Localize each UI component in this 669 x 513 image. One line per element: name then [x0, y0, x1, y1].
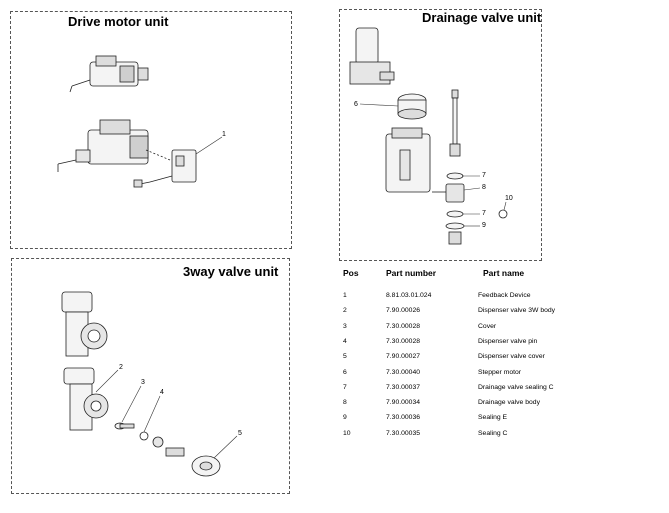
- three-way-valve-upper-illustration: [61, 291, 108, 357]
- row-pos: 4: [343, 337, 347, 345]
- callout-4: 4: [160, 389, 164, 396]
- row-pos: 8: [343, 399, 347, 407]
- row-part-number: 7.90.00027: [386, 353, 421, 361]
- table-row: 3 7.30.00028 Cover: [340, 323, 640, 335]
- table-row: 7 7.30.00037 Drainage valve sealing C: [340, 384, 640, 396]
- row-part-number: 7.30.00035: [386, 429, 421, 437]
- row-pos: 6: [343, 368, 347, 376]
- table-row: 9 7.30.00036 Sealing E: [340, 414, 640, 426]
- table-row: 4 7.30.00028 Dispenser valve pin: [340, 338, 640, 350]
- callout-9: 9: [482, 222, 486, 229]
- callout-5: 5: [238, 430, 242, 437]
- row-pos: 10: [343, 429, 351, 437]
- callout-7-lower: 7: [482, 210, 486, 217]
- row-part-number: 7.90.00034: [386, 399, 421, 407]
- stepper-motor-illustration: [397, 93, 427, 120]
- three-way-pin-illustration: [139, 431, 185, 457]
- row-pos: 3: [343, 322, 347, 330]
- table-row: 6 7.30.00040 Stepper motor: [340, 369, 640, 381]
- header-pos: Pos: [343, 268, 359, 278]
- row-part-name: Dispenser valve pin: [478, 337, 538, 345]
- three-way-cover-illustration: [114, 422, 135, 430]
- drainage-valve-title: Drainage valve unit: [422, 10, 542, 25]
- drainage-stepper-illustration: [349, 27, 395, 85]
- callout-6: 6: [354, 101, 358, 108]
- row-part-name: Cover: [478, 322, 497, 330]
- drainage-valve-panel: [339, 9, 542, 261]
- header-part-number: Part number: [386, 268, 437, 278]
- row-part-number: 8.81.03.01.024: [386, 292, 432, 299]
- row-pos: 1: [343, 292, 347, 299]
- drainage-valve-body-illustration: [385, 127, 431, 193]
- table-row: 1 8.81.03.01.024 Feedback Device: [340, 292, 640, 304]
- drive-motor-panel: [10, 11, 292, 249]
- row-part-name: Drainage valve sealing C: [478, 383, 554, 391]
- row-pos: 7: [343, 383, 347, 391]
- header-part-name: Part name: [483, 268, 525, 278]
- feedback-device-illustration: [133, 149, 197, 188]
- three-way-valve-title: 3way valve unit: [183, 264, 279, 279]
- row-part-name: Stepper motor: [478, 368, 522, 376]
- callout-1: 1: [222, 131, 226, 138]
- row-part-number: 7.30.00037: [386, 383, 421, 391]
- drive-motor-upper-illustration: [69, 55, 149, 93]
- drainage-pin-illustration: [449, 89, 461, 157]
- table-row: 2 7.90.00026 Dispenser valve 3W body: [340, 307, 640, 319]
- table-row: 10 7.30.00035 Sealing C: [340, 430, 640, 442]
- row-pos: 2: [343, 307, 347, 315]
- row-part-name: Dispenser valve cover: [478, 353, 545, 361]
- row-part-number: 7.30.00040: [386, 368, 421, 376]
- row-part-name: Sealing C: [478, 429, 508, 437]
- row-part-number: 7.30.00028: [386, 337, 421, 345]
- three-way-valve-body-illustration: [63, 367, 109, 431]
- callout-10: 10: [505, 195, 513, 202]
- three-way-valve-panel: [11, 258, 290, 494]
- row-part-number: 7.30.00036: [386, 414, 421, 422]
- row-part-name: Dispenser valve 3W body: [478, 307, 556, 315]
- row-part-name: Drainage valve body: [478, 399, 540, 407]
- dispenser-valve-cover-illustration: [191, 455, 221, 477]
- table-row: 8 7.90.00034 Drainage valve body: [340, 399, 640, 411]
- table-row: 5 7.90.00027 Dispenser valve cover: [340, 353, 640, 365]
- drive-motor-title: Drive motor unit: [68, 14, 169, 29]
- callout-2: 2: [119, 364, 123, 371]
- drive-motor-lower-illustration: [57, 119, 171, 172]
- row-pos: 9: [343, 414, 347, 422]
- callout-8: 8: [482, 184, 486, 191]
- row-pos: 5: [343, 353, 347, 361]
- drainage-seal-stack-illustration: [432, 172, 508, 245]
- row-part-name: Sealing E: [478, 414, 508, 422]
- row-part-number: 7.30.00028: [386, 322, 421, 330]
- row-part-name: Feedback Device: [478, 292, 531, 299]
- callout-3: 3: [141, 379, 145, 386]
- row-part-number: 7.90.00026: [386, 307, 421, 315]
- callout-7-upper: 7: [482, 172, 486, 179]
